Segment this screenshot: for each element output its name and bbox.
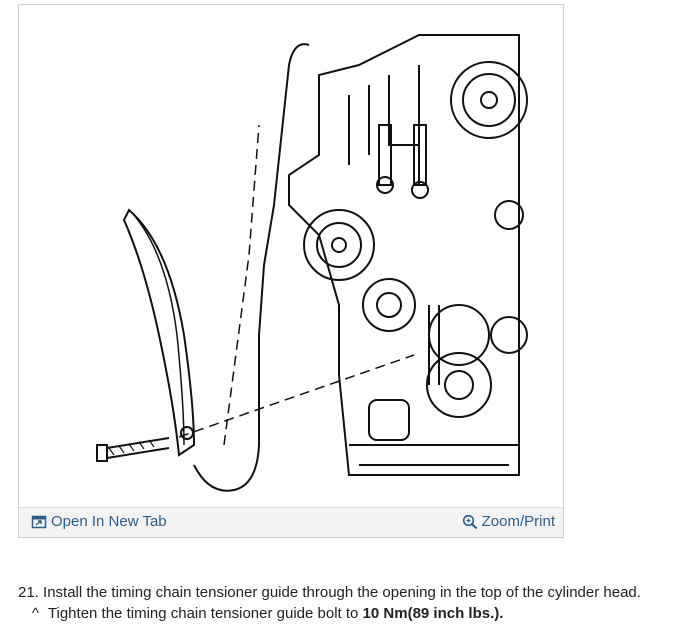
step-text: Install the timing chain tensioner guide… (43, 584, 641, 601)
magnifier-icon (462, 514, 477, 530)
open-in-new-tab-label[interactable]: Open In New Tab (51, 513, 167, 530)
substep-text: Tighten the timing chain tensioner guide… (47, 605, 359, 622)
open-new-tab-icon (31, 515, 47, 529)
step-21: 21. Install the timing chain tensioner g… (18, 582, 641, 603)
engine-diagram (96, 34, 528, 492)
figure-panel: Open In New Tab Zoom/Print (18, 4, 564, 538)
figure-toolbar: Open In New Tab Zoom/Print (19, 507, 563, 537)
torque-substep: ^ Tighten the timing chain tensioner gui… (18, 603, 641, 624)
open-in-new-tab-link[interactable]: Open In New Tab (31, 513, 167, 531)
step-number: 21. (18, 584, 39, 601)
zoom-print-label[interactable]: Zoom/Print (481, 513, 555, 530)
zoom-print-link[interactable]: Zoom/Print (462, 513, 555, 531)
torque-spec: 10 Nm(89 inch lbs.). (362, 605, 504, 622)
procedure-steps: 21. Install the timing chain tensioner g… (18, 582, 641, 624)
caret-bullet: ^ (32, 605, 40, 622)
